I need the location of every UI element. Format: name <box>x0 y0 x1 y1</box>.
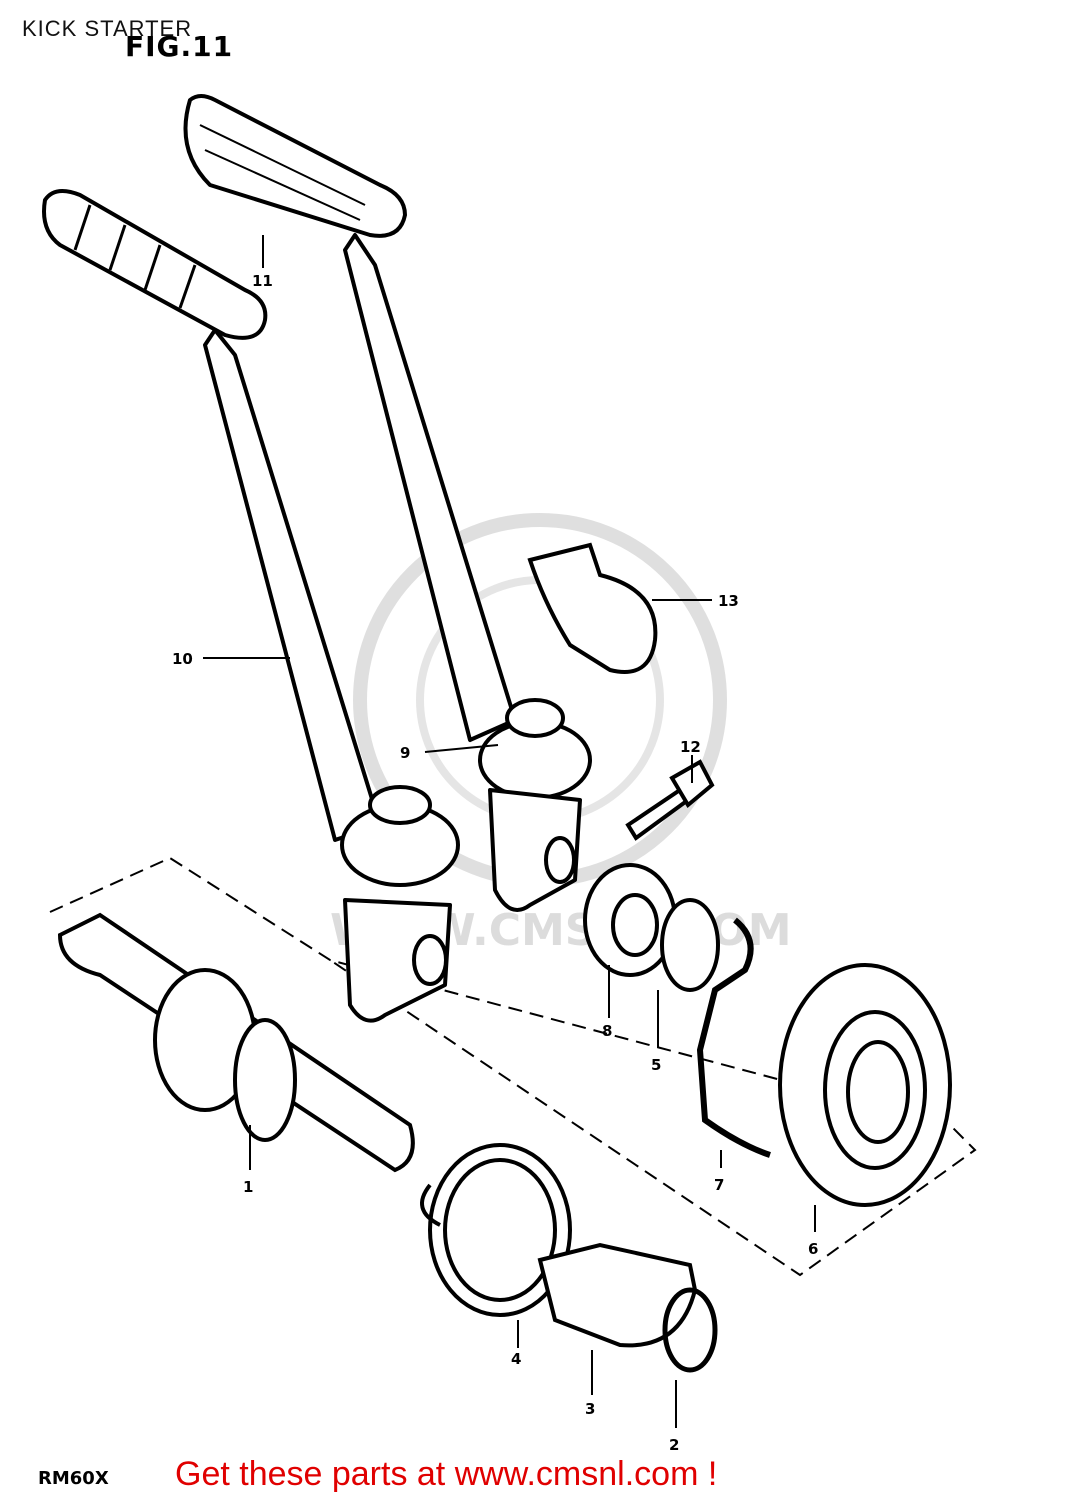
callout-12: 12 <box>680 738 701 756</box>
shaft-1 <box>57 912 415 1173</box>
kick-lever-10 <box>42 189 460 1023</box>
callout-2: 2 <box>669 1436 679 1454</box>
callout-1: 1 <box>243 1178 253 1196</box>
callout-10: 10 <box>172 650 193 668</box>
footer-cta-link[interactable]: Get these parts at www.cmsnl.com ! <box>175 1455 718 1493</box>
washer-5 <box>660 898 720 992</box>
callout-6: 6 <box>808 1240 818 1258</box>
page-title: KICK STARTER <box>22 16 193 41</box>
figure-label: FIG.11 <box>125 30 234 63</box>
circlip-2 <box>662 1287 718 1373</box>
callout-8: 8 <box>602 1022 612 1040</box>
spring-guide-7 <box>696 917 771 1158</box>
model-code: RM60X <box>38 1468 109 1489</box>
callout-5: 5 <box>651 1056 661 1074</box>
sleeve-3 <box>537 1242 698 1348</box>
kick-lever-11 <box>183 94 592 912</box>
cap-13 <box>527 542 658 674</box>
callout-11: 11 <box>252 272 273 290</box>
callout-3: 3 <box>585 1400 595 1418</box>
leader-lines <box>203 235 816 1428</box>
oil-seal-8 <box>583 863 677 977</box>
kick-spring-4 <box>420 1143 572 1317</box>
callout-7: 7 <box>714 1176 724 1194</box>
callout-labels: 1 2 3 4 5 6 7 8 9 10 11 12 13 <box>172 272 818 1454</box>
gear-6 <box>778 963 952 1207</box>
callout-9: 9 <box>400 744 410 762</box>
callout-4: 4 <box>511 1350 521 1368</box>
callout-13: 13 <box>718 592 739 610</box>
assembly-outline <box>49 856 977 1277</box>
bolt-12 <box>625 759 715 841</box>
